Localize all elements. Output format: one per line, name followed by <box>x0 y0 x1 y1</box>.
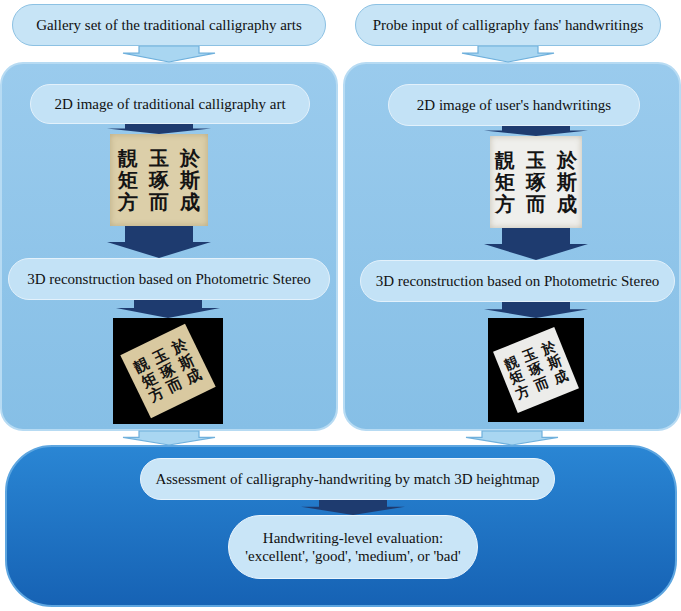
block-arrow <box>484 126 588 136</box>
pipeline-panel: 2D image of traditional calligraphy art 於… <box>0 62 338 431</box>
box-label: 3D reconstruction based on Photometric S… <box>376 272 660 290</box>
block-arrow <box>123 46 215 62</box>
paper-sheet: 於斯成玉琢而靚矩方 <box>120 324 215 418</box>
calligraphy-column: 靚矩方 <box>495 149 515 215</box>
process-box: 2D image of user's handwritings <box>388 84 640 126</box>
calligraphy-column: 玉琢而 <box>526 149 546 215</box>
calligraphy-column: 靚矩方 <box>118 147 138 213</box>
calligraphy-image: 於斯成玉琢而靚矩方 <box>110 134 208 226</box>
block-arrow <box>123 431 215 445</box>
block-arrow <box>462 46 554 62</box>
assessment-panel-shape <box>6 446 676 606</box>
process-box: 3D reconstruction based on Photometric S… <box>360 260 675 302</box>
pipeline-panel-shape <box>1 63 337 430</box>
process-box: Assessment of calligraphy-handwriting by… <box>140 458 555 500</box>
process-box: 3D reconstruction based on Photometric S… <box>8 258 330 300</box>
paper-sheet: 於斯成玉琢而靚矩方 <box>493 327 579 413</box>
calligraphy-image: 於斯成玉琢而靚矩方 <box>490 136 582 228</box>
box-label: Assessment of calligraphy-handwriting by… <box>155 470 539 488</box>
calligraphy-column: 於斯成 <box>180 147 200 213</box>
block-arrow <box>301 500 405 515</box>
reconstruction-image: 於斯成玉琢而靚矩方 <box>113 318 223 424</box>
reconstruction-image: 於斯成玉琢而靚矩方 <box>488 318 584 422</box>
block-arrow <box>107 124 211 134</box>
assessment-panel: Assessment of calligraphy-handwriting by… <box>5 445 677 607</box>
calligraphy-column: 玉琢而 <box>149 147 169 213</box>
block-arrow <box>107 226 211 258</box>
input-box: Probe input of calligraphy fans' handwri… <box>355 4 661 46</box>
block-arrow <box>484 228 588 260</box>
pipeline-panel: 2D image of user's handwritings 於斯成玉琢而靚矩方… <box>343 62 681 431</box>
block-arrow <box>484 302 588 318</box>
box-label: Probe input of calligraphy fans' handwri… <box>373 16 644 34</box>
pipeline-panel-shape <box>344 63 680 430</box>
box-label: 2D image of user's handwritings <box>417 96 611 114</box>
box-label: 'excellent', 'good', 'medium', or 'bad' <box>245 547 460 565</box>
block-arrow <box>116 300 220 318</box>
box-label: 2D image of traditional calligraphy art <box>54 95 285 113</box>
box-label: Handwriting-level evaluation: <box>263 529 443 547</box>
input-box: Gallery set of the traditional calligrap… <box>12 4 326 46</box>
box-label: Gallery set of the traditional calligrap… <box>36 16 302 34</box>
calligraphy-column: 於斯成 <box>557 149 577 215</box>
block-arrow <box>466 431 558 445</box>
process-box: 2D image of traditional calligraphy art <box>30 84 310 124</box>
box-label: 3D reconstruction based on Photometric S… <box>27 270 311 288</box>
process-box: Handwriting-level evaluation:'excellent'… <box>228 515 478 579</box>
